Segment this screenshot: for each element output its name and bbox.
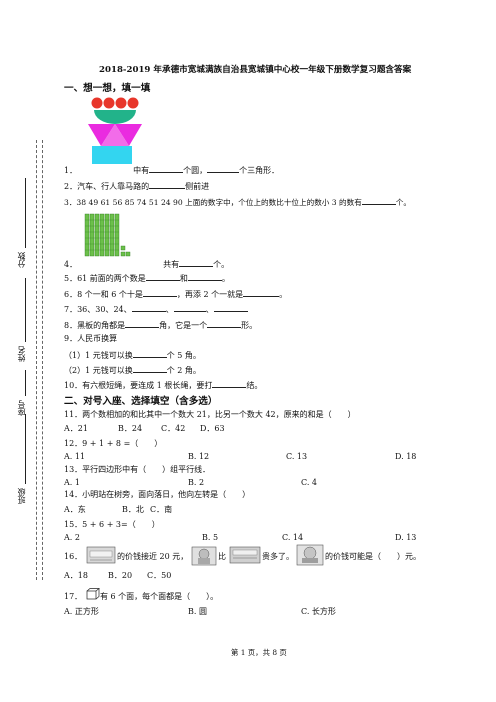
- q16-option-b[interactable]: B．20: [108, 571, 133, 580]
- half-circle: [94, 110, 136, 124]
- name-label: 姓名: [17, 346, 26, 362]
- q13-option-a[interactable]: A. 1: [64, 478, 80, 487]
- q11: 11．两个数相加的和比其中一个数大 21，比另一个数大 42，原来的和是（ ）: [64, 410, 356, 419]
- section-1-heading: 一、想一想，填一填: [64, 83, 151, 94]
- q8: 8．黑板的角都是角，它是一个形。: [64, 319, 258, 330]
- red-circle-4: [127, 97, 139, 109]
- q9-blank-1[interactable]: [132, 349, 167, 358]
- q16-text-4: 的价钱可能是（ ）元。: [325, 552, 421, 561]
- q11-option-d[interactable]: D．63: [200, 424, 225, 433]
- q17-option-c[interactable]: C. 长方形: [301, 607, 336, 616]
- q15-option-a[interactable]: A. 2: [64, 533, 80, 542]
- q10: 10．有六根短绳，要连成 1 根长绳，要打结。: [64, 379, 263, 390]
- cyan-square: [92, 146, 132, 164]
- q16-option-a[interactable]: A．18: [64, 571, 88, 580]
- q12-option-b[interactable]: B. 12: [188, 452, 210, 461]
- binding-line-1: [42, 140, 43, 580]
- q11-option-b[interactable]: B．24: [118, 424, 143, 433]
- cubes-figure: [84, 213, 131, 257]
- q15: 15．5 + 6 + 3=（ ）: [64, 520, 160, 529]
- q12-option-c[interactable]: C. 13: [286, 452, 308, 461]
- q7: 7．36、30、24、、、: [64, 303, 248, 315]
- q6-blank-1[interactable]: [142, 288, 177, 297]
- q1-blank-circles[interactable]: [149, 164, 184, 173]
- q10-blank[interactable]: [212, 379, 247, 388]
- score-label: 分数: [17, 252, 26, 268]
- q15-option-b[interactable]: B. 5: [202, 533, 219, 542]
- q1: 1．中有个圆，个三角形．: [64, 164, 280, 175]
- q16-text-3: 贵多了。: [262, 552, 294, 561]
- q5-blank-2[interactable]: [187, 272, 222, 281]
- page-title: 2018-2019 年承德市宽城满族自治县宽城镇中心校一年级下册数学复习题含答案: [99, 65, 412, 75]
- q9-part-1: （1）1 元钱可以换个 5 角。: [64, 349, 201, 360]
- q14-option-b[interactable]: B．北: [122, 505, 144, 514]
- q12: 12．9 + 1 + 8 =（ ）: [64, 439, 163, 448]
- q13-option-c[interactable]: C. 4: [301, 478, 318, 487]
- q3-blank[interactable]: [361, 196, 396, 205]
- id-blank: [25, 370, 26, 396]
- q6-blank-2[interactable]: [243, 288, 280, 297]
- shapes-figure: [88, 97, 142, 164]
- class-blank: [25, 414, 26, 484]
- q13-option-b[interactable]: B. 2: [188, 478, 205, 487]
- score-blank: [25, 178, 26, 248]
- red-circle-2: [103, 97, 115, 109]
- q3: 3．38 49 61 56 85 74 51 24 90 上面的数字中，个位上的…: [64, 196, 412, 207]
- q12-option-d[interactable]: D. 18: [395, 452, 417, 461]
- q16-option-c[interactable]: C．50: [147, 571, 172, 580]
- q7-blank-2[interactable]: [173, 303, 206, 312]
- q8-blank-2[interactable]: [207, 319, 242, 328]
- calculator-icon: [229, 546, 261, 564]
- red-circle-3: [115, 97, 127, 109]
- q6: 6．8 个一和 6 个十是，再添 2 个一就是。: [64, 288, 288, 299]
- q15-option-c[interactable]: C. 14: [282, 533, 304, 542]
- page-footer: 第 1 页，共 8 页: [231, 648, 287, 657]
- q14-option-a[interactable]: A．东: [64, 505, 86, 514]
- q11-option-a[interactable]: A．21: [64, 424, 88, 433]
- q4: 4．共有个。: [64, 258, 230, 269]
- q5: 5．61 前面的两个数是和。: [64, 272, 230, 283]
- q14: 14．小明站在树旁，面向落日，他向左转是（ ）: [64, 490, 251, 499]
- q14-option-c[interactable]: C．南: [150, 505, 173, 514]
- q7-blank-1[interactable]: [131, 303, 166, 312]
- q17-option-b[interactable]: B. 圆: [188, 607, 207, 616]
- q2: 2．汽车、行人靠马路的侧前进: [64, 180, 210, 191]
- triangle-left: [88, 124, 115, 146]
- q16-text-1: 的价钱接近 20 元，: [117, 552, 189, 561]
- q9-part-2: （2）1 元钱可以换个 2 角。: [64, 364, 201, 375]
- q17-text: 有 6 个面，每个面都是（ ）。: [100, 592, 219, 601]
- toy-car-icon: [296, 544, 324, 566]
- doll-icon: [191, 546, 217, 566]
- q11-option-c[interactable]: C．42: [161, 424, 186, 433]
- q1-blank-triangles[interactable]: [207, 164, 240, 173]
- q15-option-d[interactable]: D. 13: [395, 533, 417, 542]
- q17-option-a[interactable]: A. 正方形: [64, 607, 99, 616]
- triangle-middle: [101, 124, 129, 146]
- q16-text-2: 比: [218, 552, 226, 561]
- name-blank: [25, 278, 26, 342]
- q17-number: 17．: [64, 592, 83, 601]
- q4-blank[interactable]: [179, 258, 214, 267]
- cube-icon: [86, 588, 100, 600]
- q12-option-a[interactable]: A. 11: [64, 452, 86, 461]
- q7-blank-3[interactable]: [213, 303, 248, 312]
- q8-blank-1[interactable]: [125, 319, 160, 328]
- triangle-right: [115, 124, 142, 146]
- red-circle-1: [91, 97, 103, 109]
- binding-line-2: [36, 140, 37, 580]
- q13: 13．平行四边形中有（ ）组平行线．: [64, 465, 211, 474]
- stapler-icon: [86, 546, 116, 564]
- q2-blank[interactable]: [149, 180, 186, 189]
- class-label: 班级: [17, 488, 26, 504]
- q9: 9．人民币换算: [64, 334, 118, 343]
- q5-blank-1[interactable]: [145, 272, 180, 281]
- section-2-heading: 二、对号入座、选择填空（含多选）: [64, 396, 218, 407]
- q9-blank-2[interactable]: [132, 364, 167, 373]
- q16-number: 16．: [64, 552, 83, 561]
